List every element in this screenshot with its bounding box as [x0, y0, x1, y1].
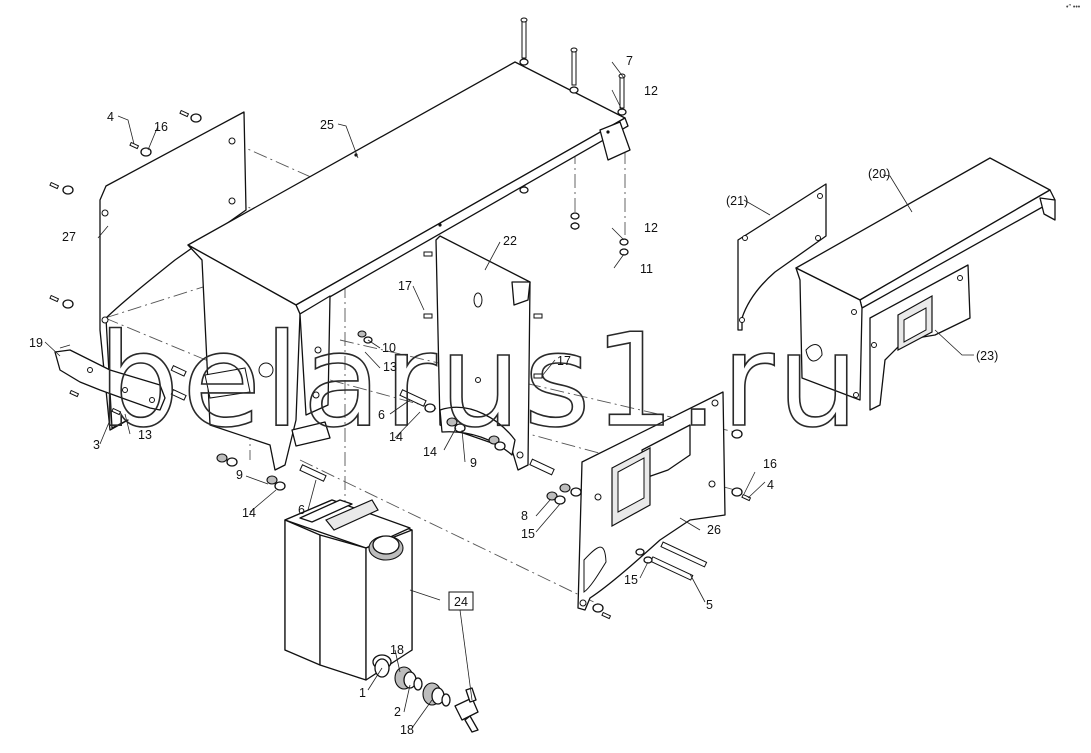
label-19: 19 — [29, 336, 43, 350]
label-12-top: 12 — [644, 84, 658, 98]
label-21: (21) — [726, 194, 748, 208]
label-26: 26 — [707, 523, 721, 537]
fluid-tank — [284, 499, 413, 681]
label-18-top: 18 — [390, 643, 404, 657]
label-15-right: 15 — [624, 573, 638, 587]
label-14-mid: 14 — [389, 430, 403, 444]
label-27: 27 — [62, 230, 76, 244]
label-14-left: 14 — [242, 506, 256, 520]
label-12-bottom: 12 — [644, 221, 658, 235]
boxed-label-24: 24 — [448, 591, 474, 611]
label-9-left: 9 — [236, 468, 243, 482]
label-25: 25 — [320, 118, 334, 132]
label-22: 22 — [503, 234, 517, 248]
tank-outlet-fittings — [374, 658, 479, 733]
label-15-center: 15 — [521, 527, 535, 541]
label-13-mid: 13 — [383, 360, 397, 374]
label-14-center: 14 — [423, 445, 437, 459]
front-side-panel — [577, 391, 726, 611]
watermark-text: belarus1.ru — [98, 307, 861, 456]
label-16-right: 16 — [763, 457, 777, 471]
label-4-left: 4 — [107, 110, 114, 124]
label-17-left: 17 — [398, 279, 412, 293]
label-17-right: 17 — [557, 354, 571, 368]
label-11: 11 — [640, 262, 653, 276]
main-housing — [187, 61, 631, 471]
callout-labels: 4 16 25 7 12 12 11 27 22 17 19 10 13 6 1… — [29, 54, 998, 737]
label-13-left: 13 — [138, 428, 152, 442]
label-24-box — [448, 591, 474, 611]
label-18-bottom: 18 — [400, 723, 414, 737]
left-side-panel — [99, 111, 247, 431]
label-16-left: 16 — [154, 120, 168, 134]
label-8: 8 — [521, 509, 528, 523]
label-3: 3 — [93, 438, 100, 452]
label-20: (20) — [868, 167, 890, 181]
label-1: 1 — [359, 686, 366, 700]
label-9-center: 9 — [470, 456, 477, 470]
label-24: 24 — [454, 595, 468, 609]
right-top-cover — [795, 157, 1056, 401]
corner-mark: •″ ••• — [1066, 4, 1081, 11]
label-7: 7 — [626, 54, 633, 68]
leader-lines — [44, 61, 974, 729]
label-23: (23) — [976, 349, 998, 363]
label-4-right: 4 — [767, 478, 774, 492]
label-6-left: 6 — [298, 503, 305, 517]
label-5: 5 — [706, 598, 713, 612]
label-2: 2 — [394, 705, 401, 719]
right-small-panel — [737, 183, 827, 331]
label-10: 10 — [382, 341, 396, 355]
left-bracket-19 — [54, 349, 166, 411]
right-inner-plate — [869, 264, 971, 411]
label-6-mid: 6 — [378, 408, 385, 422]
